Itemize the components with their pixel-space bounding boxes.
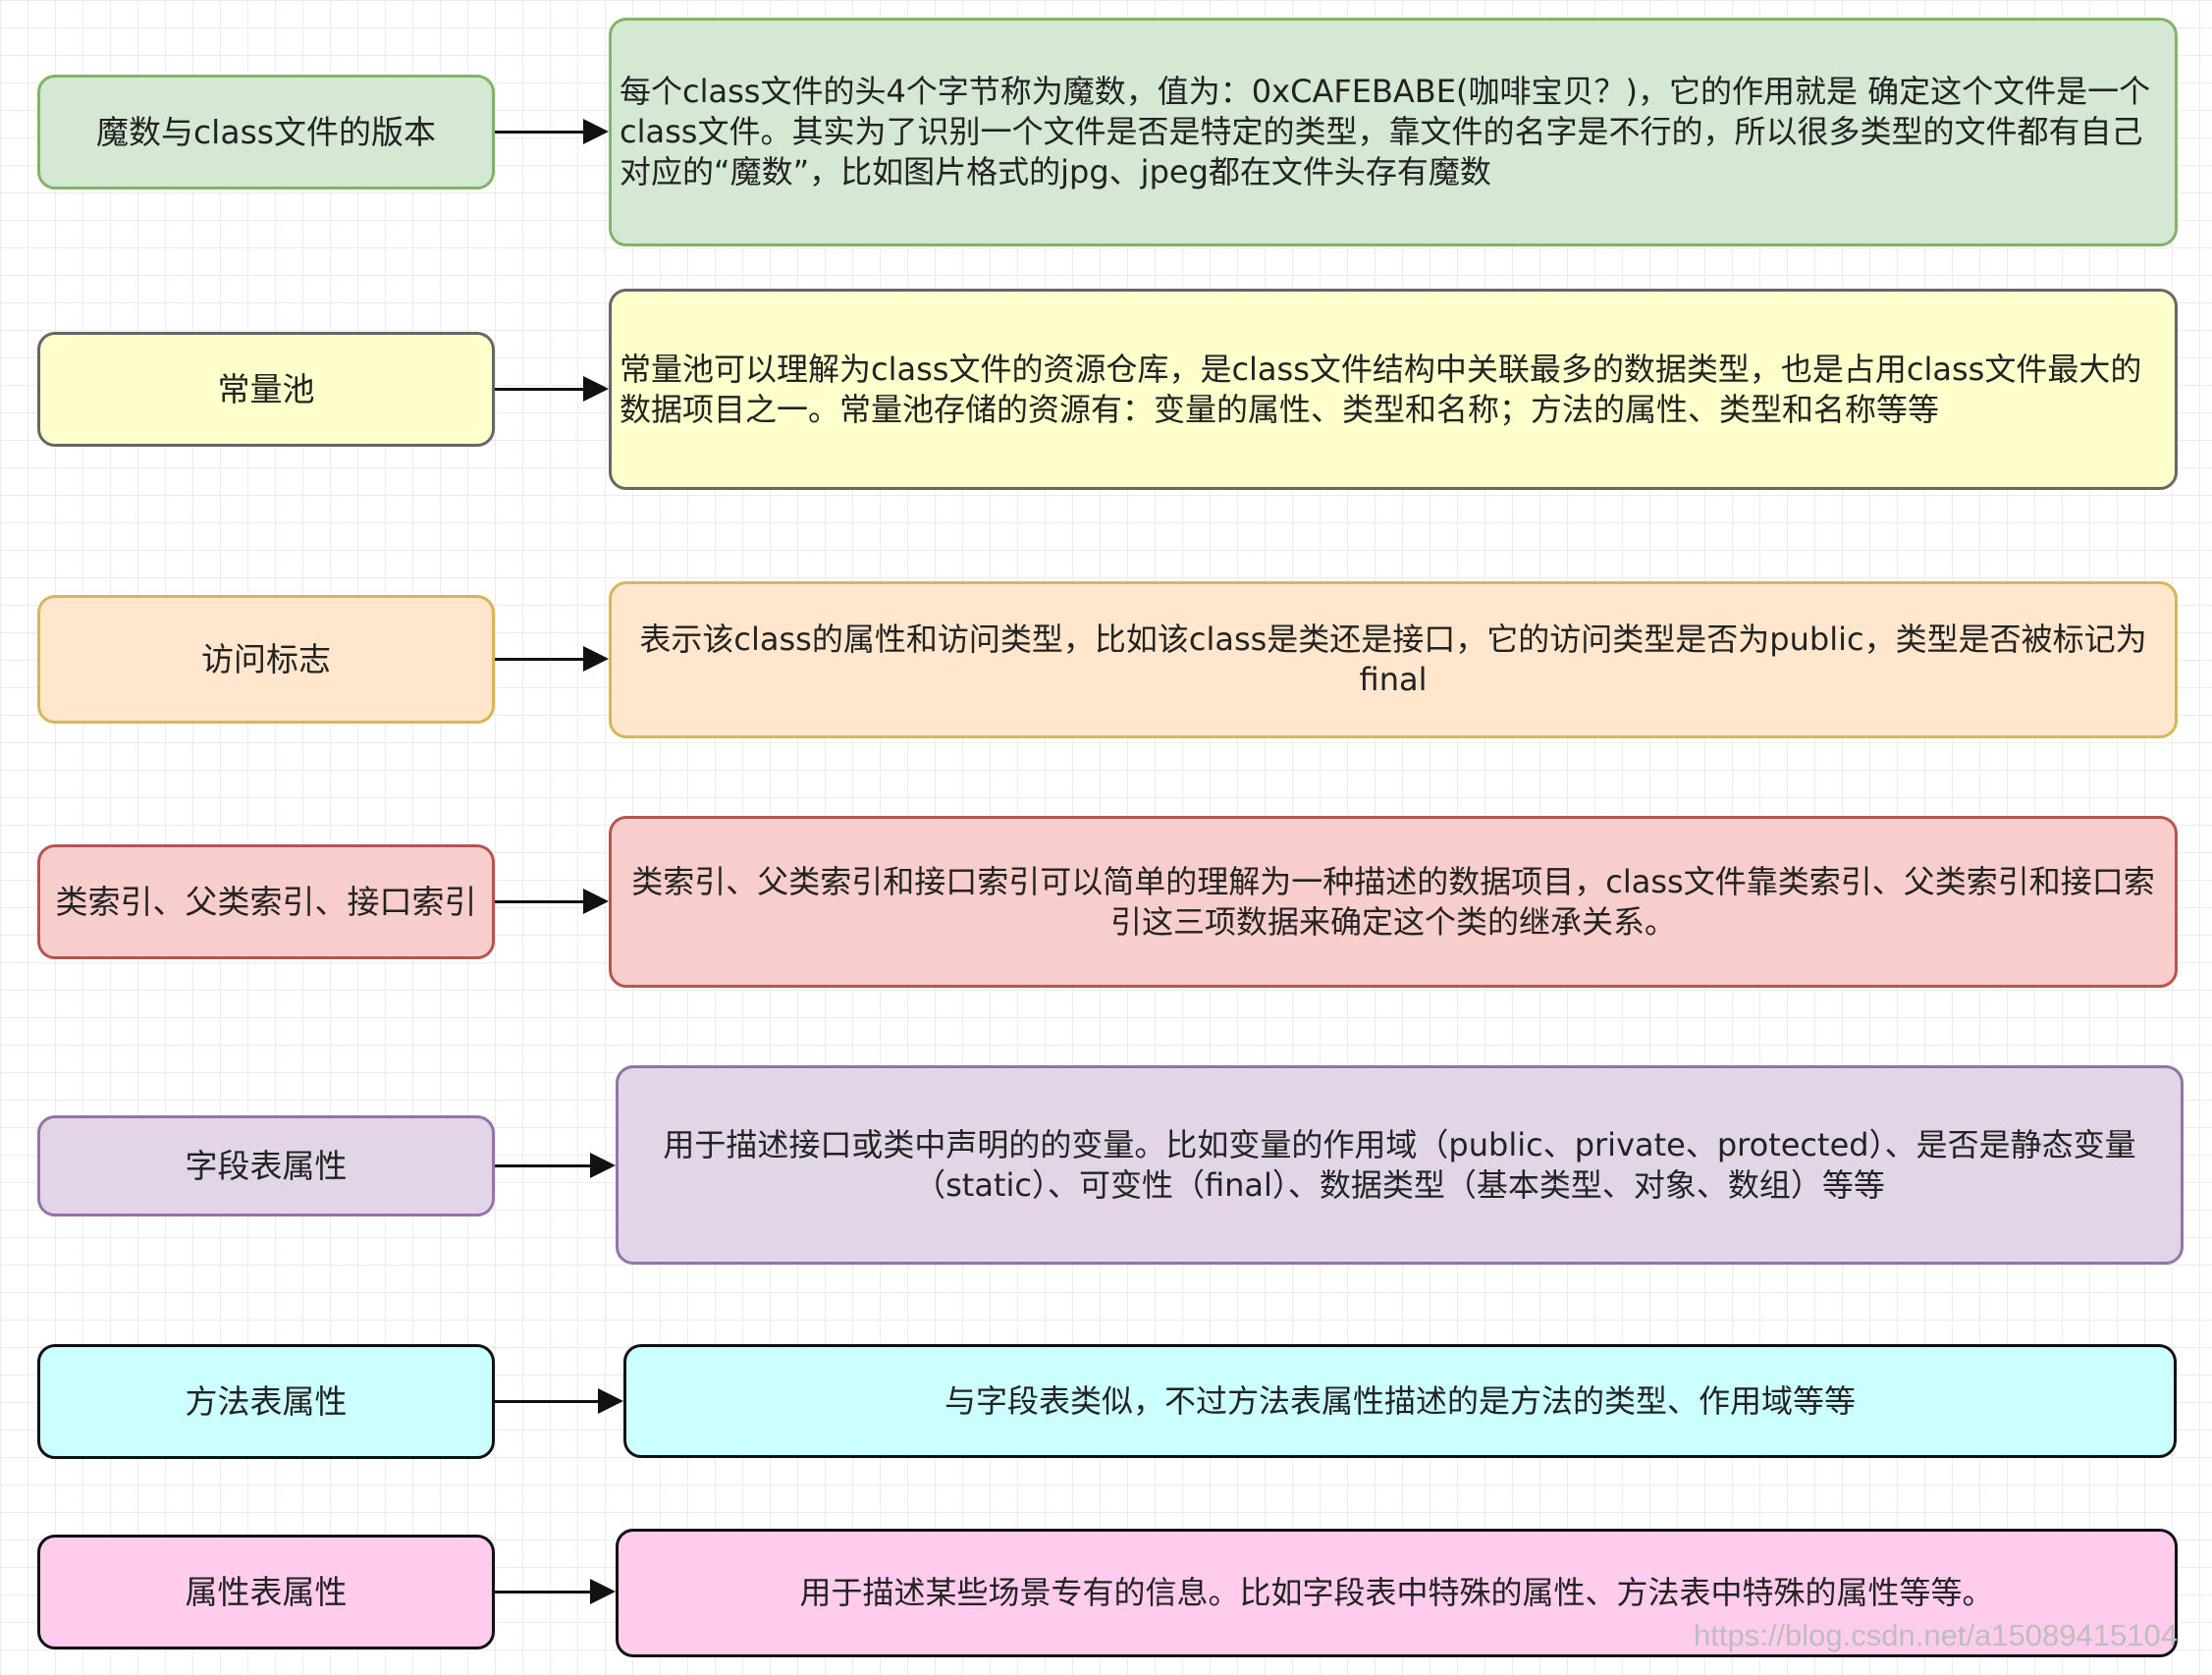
label-box: 字段表属性	[37, 1115, 495, 1216]
description-box: 表示该class的属性和访问类型，比如该class是类还是接口，它的访问类型是否…	[609, 581, 2178, 738]
label-text: 常量池	[217, 369, 315, 408]
connector-arrow	[495, 1579, 616, 1604]
description-text: 类索引、父类索引和接口索引可以简单的理解为一种描述的数据项目，class文件靠类…	[631, 862, 2155, 941]
label-box: 属性表属性	[37, 1535, 495, 1649]
description-text: 常量池可以理解为class文件的资源仓库，是class文件结构中关联最多的数据类…	[620, 350, 2142, 428]
description-text: 每个class文件的头4个字节称为魔数，值为：0xCAFEBABE(咖啡宝贝？)…	[620, 73, 2151, 190]
watermark: https://blog.csdn.net/a15089415104	[1694, 1618, 2178, 1652]
description-text: 用于描述接口或类中声明的的变量。比如变量的作用域（public、private、…	[663, 1125, 2136, 1204]
description-box: 与字段表类似，不过方法表属性描述的是方法的类型、作用域等等	[623, 1344, 2177, 1458]
label-text: 魔数与class文件的版本	[96, 112, 436, 151]
description-box: 用于描述某些场景专有的信息。比如字段表中特殊的属性、方法表中特殊的属性等等。	[616, 1529, 2178, 1657]
connector-arrow	[495, 1388, 623, 1414]
label-box: 类索引、父类索引、接口索引	[37, 844, 495, 959]
connector-arrow	[495, 646, 609, 672]
label-text: 字段表属性	[185, 1146, 348, 1185]
connector-arrow	[495, 119, 609, 144]
description-text: 表示该class的属性和访问类型，比如该class是类还是接口，它的访问类型是否…	[639, 621, 2147, 698]
description-box: 常量池可以理解为class文件的资源仓库，是class文件结构中关联最多的数据类…	[609, 289, 2178, 490]
label-box: 魔数与class文件的版本	[37, 75, 495, 189]
label-text: 访问标志	[201, 639, 331, 678]
label-box: 访问标志	[37, 595, 495, 724]
label-box: 常量池	[37, 332, 495, 447]
description-box: 用于描述接口或类中声明的的变量。比如变量的作用域（public、private、…	[616, 1065, 2184, 1265]
description-text: 用于描述某些场景专有的信息。比如字段表中特殊的属性、方法表中特殊的属性等等。	[799, 1574, 1994, 1611]
description-box: 每个class文件的头4个字节称为魔数，值为：0xCAFEBABE(咖啡宝贝？)…	[609, 18, 2178, 246]
description-text: 与字段表类似，不过方法表属性描述的是方法的类型、作用域等等	[944, 1381, 1856, 1420]
connector-arrow	[495, 1153, 616, 1178]
label-text: 方法表属性	[185, 1381, 348, 1421]
description-box: 类索引、父类索引和接口索引可以简单的理解为一种描述的数据项目，class文件靠类…	[609, 816, 2178, 988]
label-text: 类索引、父类索引、接口索引	[55, 882, 477, 921]
connector-arrow	[495, 889, 609, 914]
connector-arrow	[495, 376, 609, 402]
label-box: 方法表属性	[37, 1344, 495, 1459]
label-text: 属性表属性	[185, 1572, 348, 1611]
